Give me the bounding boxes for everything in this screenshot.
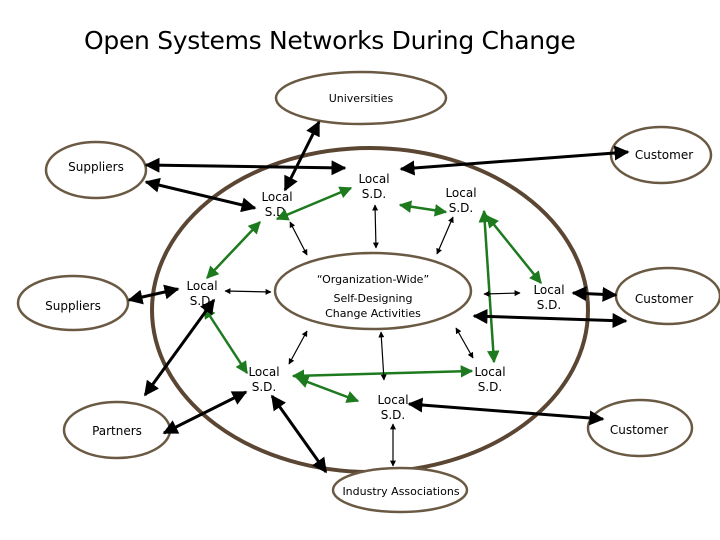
node-suppliers-mid: Suppliers (16, 274, 130, 332)
svg-text:S.D.: S.D. (449, 201, 474, 215)
svg-text:Partners: Partners (92, 424, 142, 438)
svg-text:Local: Local (474, 365, 505, 379)
svg-text:S.D.: S.D. (362, 187, 387, 201)
node-customer-mid: Customer (614, 266, 720, 326)
local-sd-7: Local S.D. (474, 365, 505, 394)
svg-text:Local: Local (533, 283, 564, 297)
local-sd-8: Local S.D. (377, 393, 408, 422)
node-partners: Partners (62, 400, 172, 460)
svg-text:“Organization-Wide”: “Organization-Wide” (317, 273, 429, 286)
svg-text:Industry Associations: Industry Associations (342, 485, 459, 498)
local-sd-6: Local S.D. (248, 365, 279, 394)
node-customer-top: Customer (609, 125, 713, 185)
svg-text:Customer: Customer (635, 148, 693, 162)
external-arrows (127, 120, 630, 474)
svg-text:Local: Local (248, 365, 279, 379)
svg-text:Local: Local (377, 393, 408, 407)
node-central-change-activities: “Organization-Wide” Self-Designing Chang… (273, 251, 473, 331)
node-universities: Universities (274, 70, 448, 126)
svg-text:Change Activities: Change Activities (325, 307, 421, 320)
svg-text:Suppliers: Suppliers (68, 160, 124, 174)
svg-text:Suppliers: Suppliers (45, 299, 101, 313)
node-industry-associations: Industry Associations (331, 466, 469, 514)
svg-text:Customer: Customer (635, 292, 693, 306)
local-sd-3: Local S.D. (445, 186, 476, 215)
svg-text:Universities: Universities (329, 92, 394, 105)
svg-text:Local: Local (358, 172, 389, 186)
page-title: Open Systems Networks During Change (84, 26, 576, 55)
local-sd-5: Local S.D. (533, 283, 564, 312)
svg-text:S.D.: S.D. (252, 380, 277, 394)
svg-text:S.D.: S.D. (265, 205, 290, 219)
svg-text:Local: Local (186, 279, 217, 293)
svg-text:S.D.: S.D. (478, 380, 503, 394)
green-arrows (202, 186, 542, 403)
svg-text:Customer: Customer (610, 423, 668, 437)
local-sd-2: Local S.D. (358, 172, 389, 201)
node-suppliers-top: Suppliers (44, 140, 148, 200)
internal-arrows (224, 204, 521, 467)
svg-text:Local: Local (445, 186, 476, 200)
svg-text:Self-Designing: Self-Designing (333, 292, 412, 305)
svg-text:S.D.: S.D. (537, 298, 562, 312)
svg-text:S.D.: S.D. (381, 408, 406, 422)
svg-text:Local: Local (261, 190, 292, 204)
node-customer-bottom: Customer (586, 398, 694, 458)
